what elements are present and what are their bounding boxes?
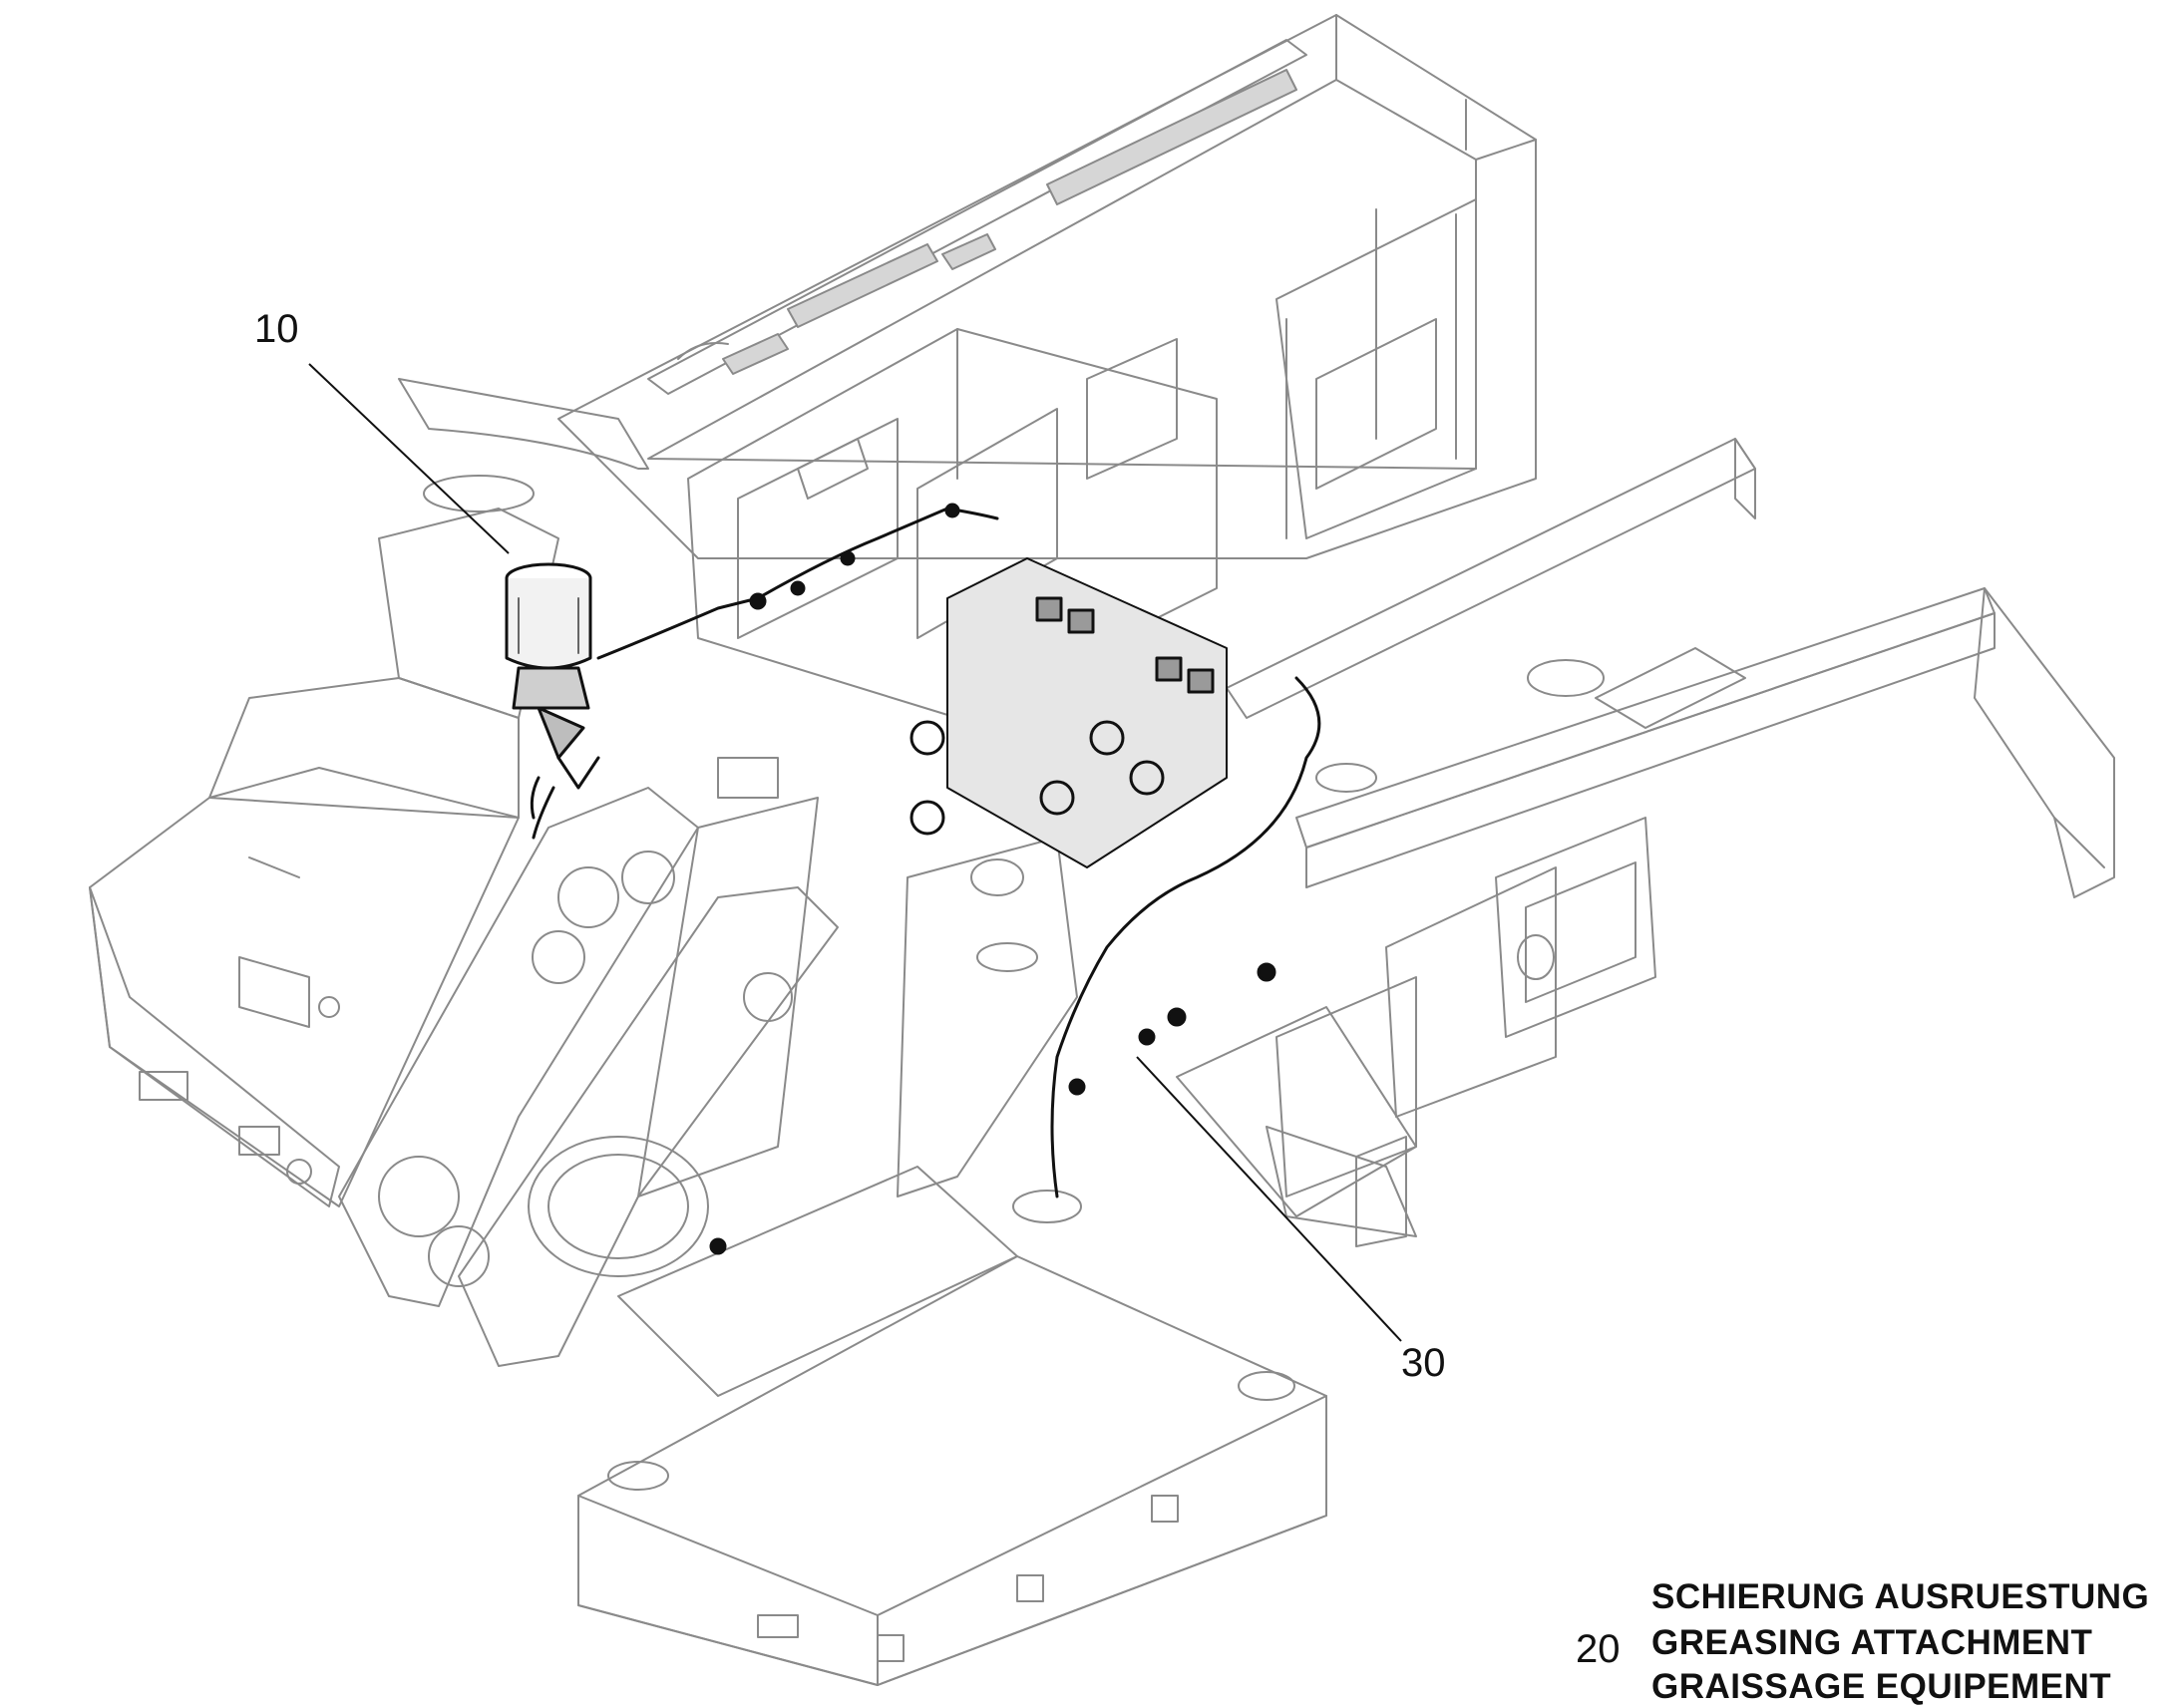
figure-number: 20 xyxy=(1576,1627,1621,1671)
left-side-box xyxy=(89,378,649,1207)
lower-cross-members xyxy=(1176,866,1557,1247)
boom-foot xyxy=(338,787,1078,1367)
upper-frame xyxy=(557,14,1537,559)
base-frame xyxy=(528,1136,1327,1686)
side-rails xyxy=(1226,438,2115,1038)
leader-line-30 xyxy=(1136,1056,1402,1342)
center-housing xyxy=(687,328,1218,799)
leader-line-10 xyxy=(308,363,510,554)
title-block: 20 SCHIERUNG AUSRUESTUNG GREASING ATTACH… xyxy=(1576,1577,2174,1707)
grease-pump xyxy=(505,562,600,840)
grease-line xyxy=(530,503,1321,1255)
distributor-block xyxy=(909,557,1228,868)
caption-german: SCHIERUNG AUSRUESTUNG xyxy=(1651,1577,2150,1616)
callout-label-10: 10 xyxy=(254,307,299,351)
caption-french: GRAISSAGE EQUIPEMENT xyxy=(1651,1667,2112,1706)
caption-english: GREASING ATTACHMENT xyxy=(1651,1623,2093,1662)
callout-label-30: 30 xyxy=(1401,1341,1446,1385)
